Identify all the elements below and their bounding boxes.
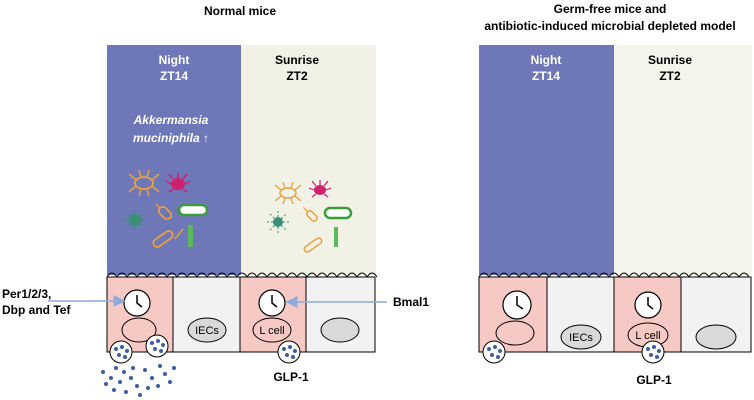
left-glp1-label: GLP-1	[273, 370, 309, 384]
left-epithelium: IECs L cell	[106, 272, 378, 353]
right-epithelium: IECs L cell	[478, 272, 752, 353]
round-bacterium-icon	[267, 211, 289, 233]
right-night-region	[479, 45, 614, 275]
right-panel-title-line1: Germ-free mice and	[554, 2, 667, 16]
lcell-nucleus	[252, 317, 292, 343]
left-granule-vesicles	[109, 334, 301, 364]
right-sunrise-region	[614, 45, 752, 275]
left-sunrise-label: Sunrise	[275, 53, 319, 67]
right-panel-title-line2: antibiotic-induced microbial depleted mo…	[484, 19, 735, 33]
empty-nucleus	[320, 317, 360, 343]
clock-icon	[258, 289, 286, 317]
spider-bacterium-icon	[128, 169, 160, 197]
iec-nucleus	[560, 324, 602, 350]
iec-nucleus	[187, 317, 227, 343]
capsule-bacterium-icon	[323, 206, 353, 220]
capsule-bacterium-icon	[177, 203, 209, 217]
akkermansia-label-line1: Akkermansia	[133, 113, 209, 127]
spiky-bacterium-icon	[165, 173, 191, 193]
iec-label: IECs	[569, 332, 593, 344]
left-night-region	[107, 45, 241, 275]
bmal1-label: Bmal1	[393, 295, 429, 309]
nucleus	[121, 317, 157, 343]
green-rod-icon	[334, 227, 338, 247]
sunrise-bacteria-cluster	[267, 180, 353, 253]
released-glp1-granules	[101, 364, 176, 397]
clock-icon	[634, 291, 662, 319]
right-granule-vesicles	[482, 340, 665, 364]
left-panel-title: Normal mice	[204, 4, 276, 18]
green-rod-icon	[188, 225, 193, 247]
left-sunrise-zt: ZT2	[286, 69, 308, 83]
akkermansia-label-line2: muciniphila ↑	[133, 131, 209, 145]
round-bacterium-icon	[126, 211, 144, 229]
rod-bacterium-icon	[303, 207, 318, 222]
clock-genes-label-line2: Dbp and Tef	[2, 303, 71, 317]
right-sunrise-zt: ZT2	[659, 69, 681, 83]
long-rod-bacterium-icon	[152, 230, 174, 248]
clock-icon	[123, 289, 151, 317]
left-night-zt: ZT14	[160, 69, 188, 83]
nucleus	[495, 320, 535, 346]
night-bacteria-cluster	[126, 169, 209, 248]
left-night-label: Night	[159, 53, 190, 67]
right-glp1-label: GLP-1	[636, 373, 672, 387]
spiky-bacterium-icon	[308, 180, 332, 198]
iec-label: IECs	[195, 325, 219, 337]
empty-nucleus	[695, 324, 737, 350]
right-night-zt: ZT14	[532, 69, 560, 83]
right-sunrise-label: Sunrise	[648, 53, 692, 67]
lcell-label: L cell	[259, 325, 284, 337]
right-night-label: Night	[531, 53, 562, 67]
flagellum-icon	[174, 228, 184, 240]
left-sunrise-region	[241, 45, 376, 275]
spider-bacterium-icon	[274, 181, 302, 205]
clock-icon	[502, 290, 532, 320]
clock-genes-label-line1: Per1/2/3,	[2, 287, 51, 301]
long-rod-bacterium-icon	[303, 237, 323, 253]
lcell-label: L cell	[635, 330, 660, 342]
